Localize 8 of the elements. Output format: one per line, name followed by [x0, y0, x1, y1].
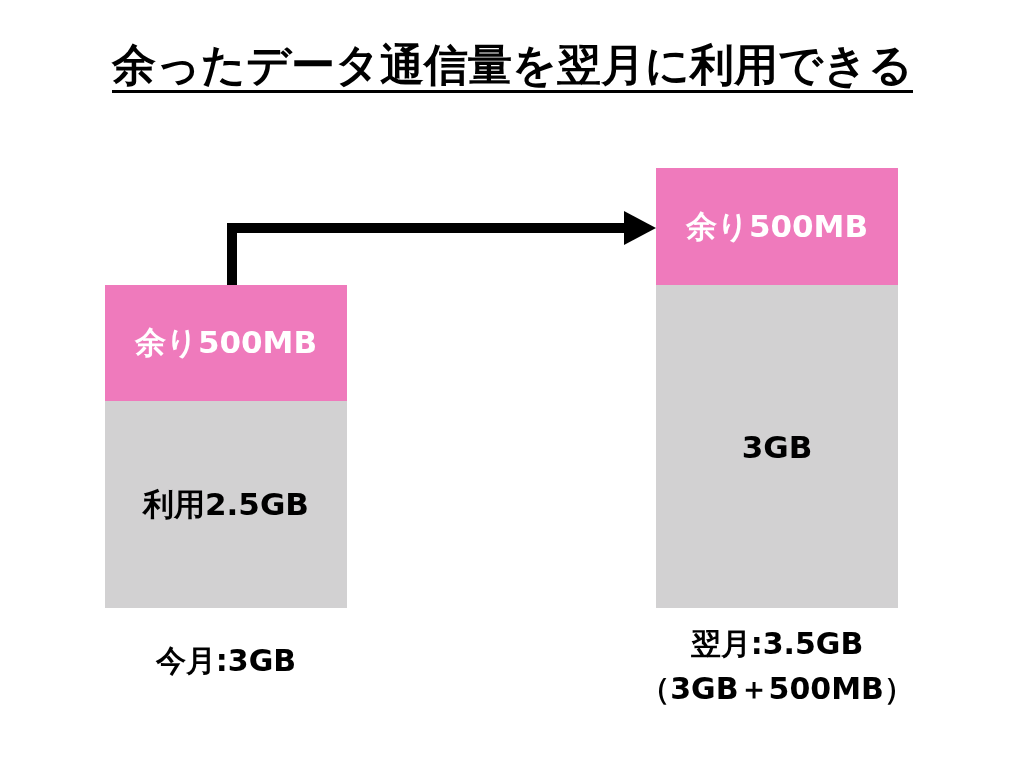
bar-segment: 利用2.5GB	[105, 401, 347, 608]
bar-caption: 翌月:3.5GB （3GB＋500MB）	[639, 625, 915, 708]
arrow	[227, 211, 656, 285]
bar-segment: 余り500MB	[105, 285, 347, 401]
bar-caption: 今月:3GB	[154, 642, 298, 680]
bar-segment: 余り500MB	[656, 168, 898, 285]
bar-segment: 3GB	[656, 285, 898, 608]
title: 余ったデータ通信量を翌月に利用できる	[111, 40, 913, 93]
